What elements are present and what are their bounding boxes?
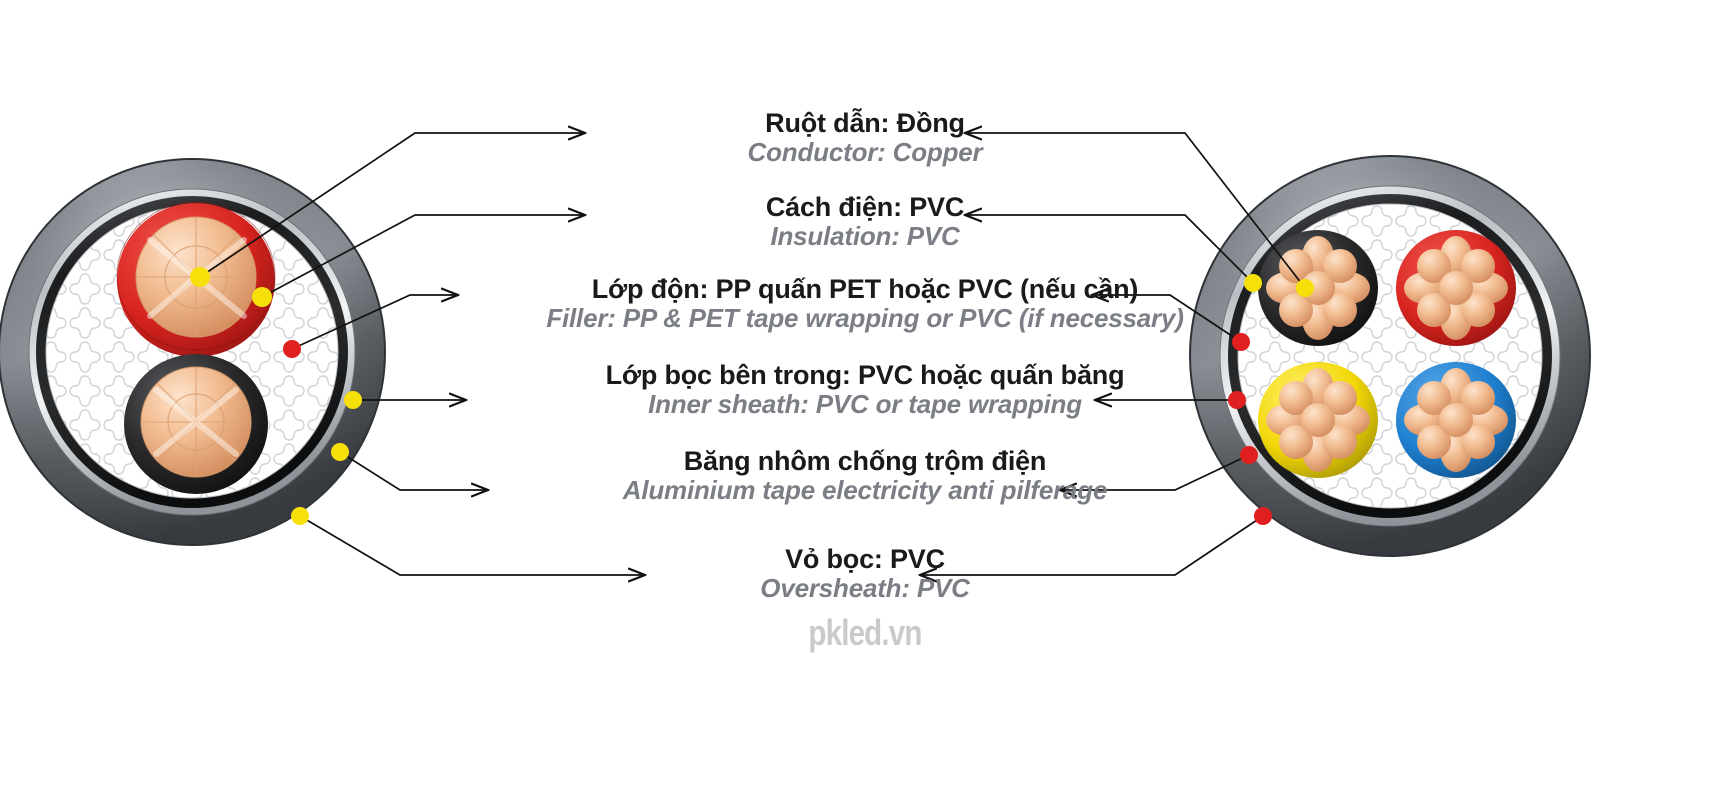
right-core-blue (1396, 362, 1516, 478)
left-core-black (124, 354, 268, 494)
right-callout-markers (1228, 274, 1314, 525)
leader-lines-left (199, 133, 645, 575)
right-core-red (1396, 230, 1516, 346)
right-core-yellow (1258, 362, 1378, 478)
right-cable-cross-section (1189, 155, 1591, 557)
leader-lines-right (920, 133, 1306, 575)
right-core-black (1258, 230, 1378, 346)
left-callout-markers (190, 267, 362, 525)
left-cable-cross-section (0, 158, 386, 546)
